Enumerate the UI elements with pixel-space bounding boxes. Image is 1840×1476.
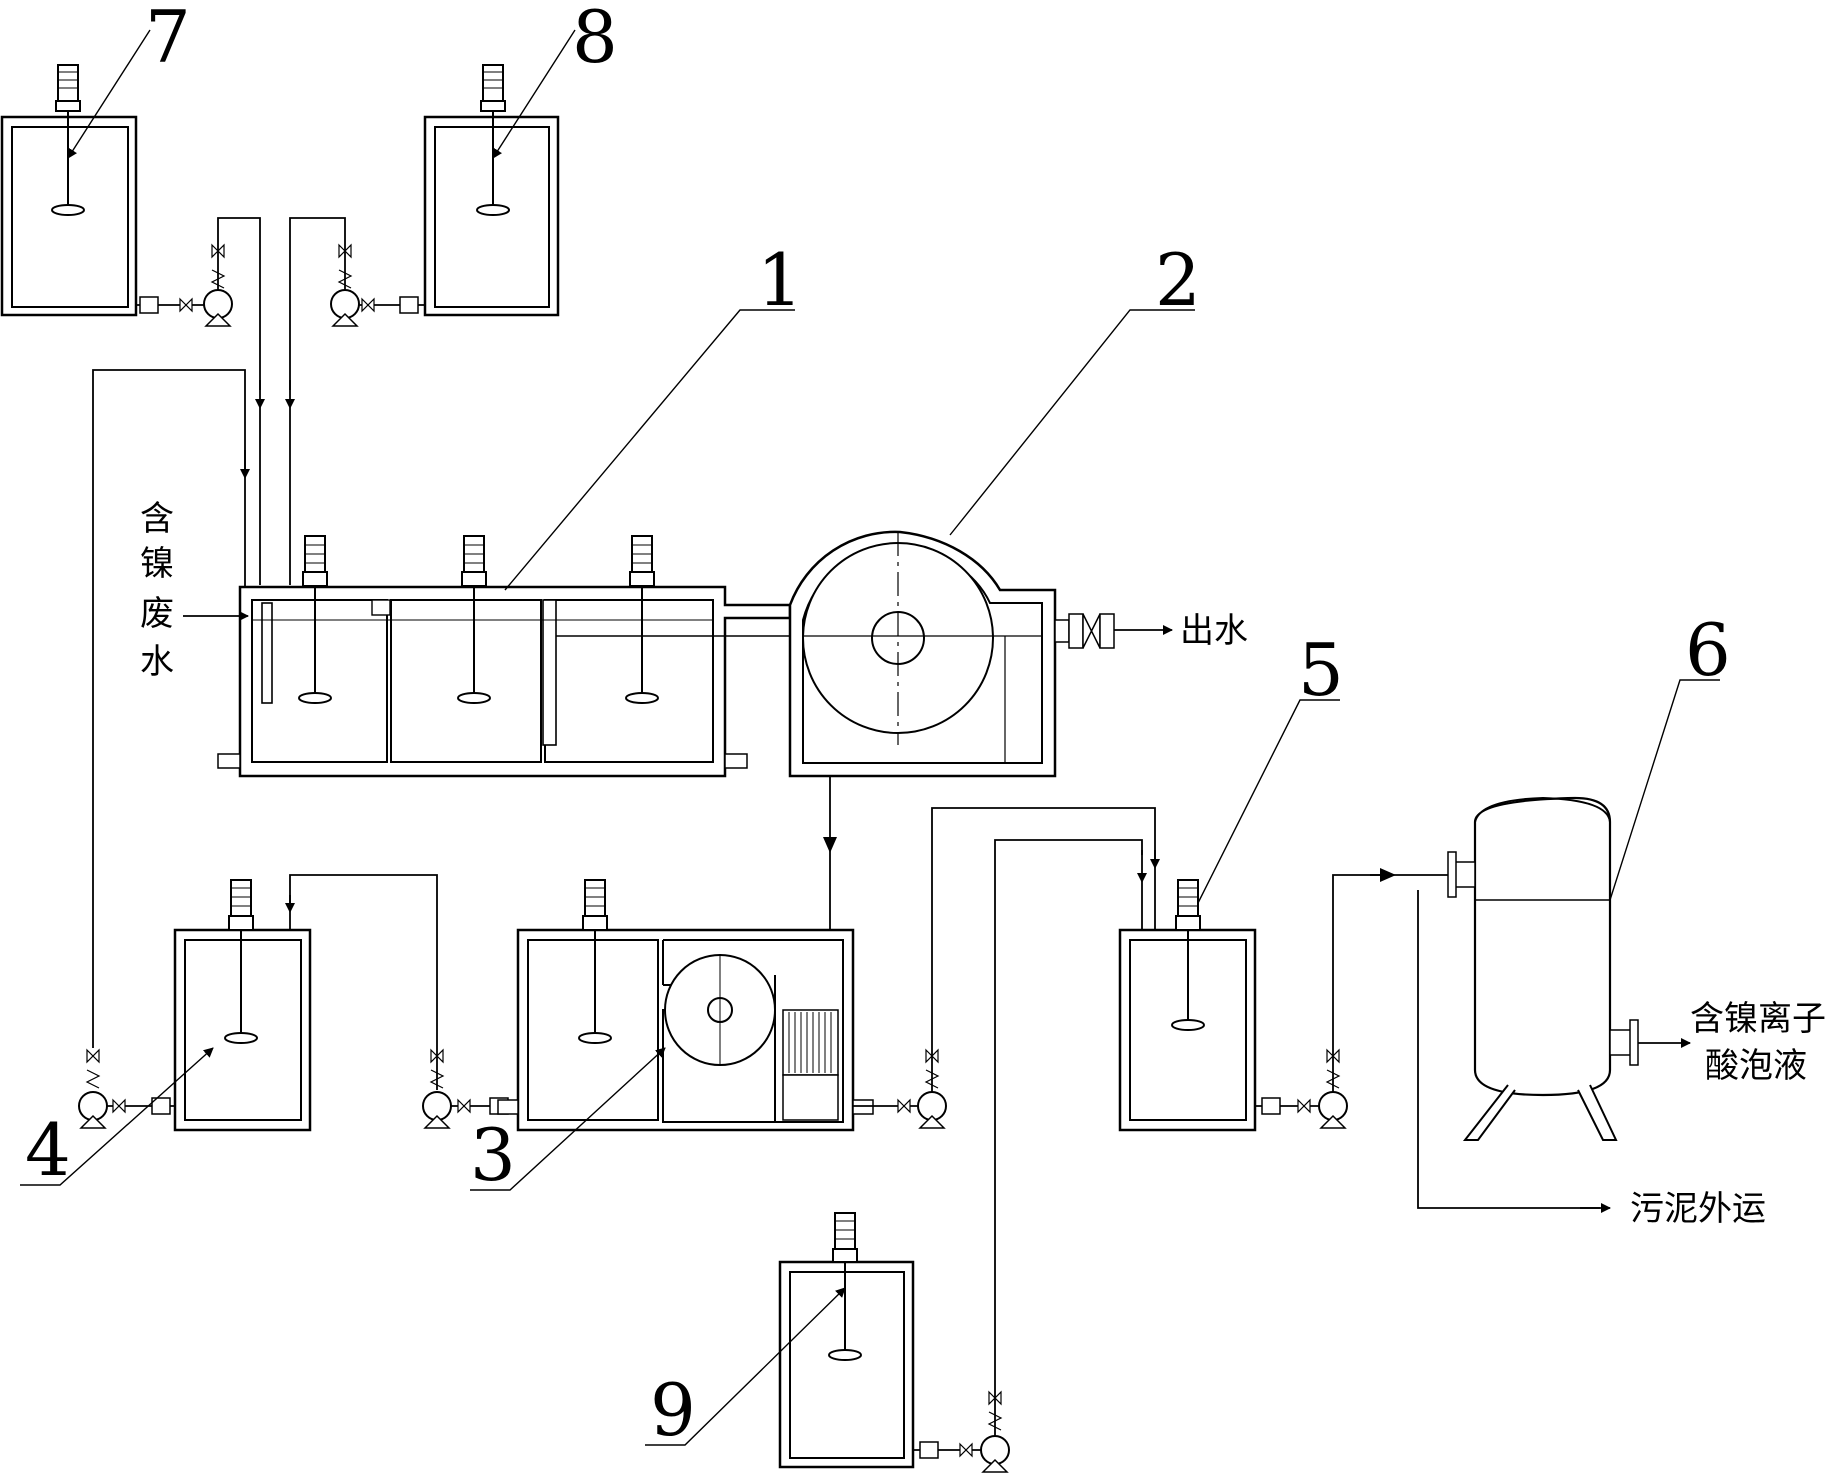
pump-icon xyxy=(1255,874,1380,1129)
callout-1: 1 xyxy=(757,238,803,322)
inlet-label-char: 废 xyxy=(140,594,174,634)
agitator-icon xyxy=(457,692,491,704)
callout-5: 5 xyxy=(1298,628,1344,712)
pressure-vessel-6 xyxy=(1447,796,1639,1141)
inlet-label-char: 含 xyxy=(140,499,174,539)
motor-icon xyxy=(582,879,608,931)
dosing-tank-8 xyxy=(423,64,560,317)
tank-9 xyxy=(778,1212,915,1469)
tank-5 xyxy=(1118,879,1257,1132)
inlet-label: 含 镍 废 水 xyxy=(140,499,174,682)
dosing-tank-7 xyxy=(0,64,138,317)
product-label-line2: 酸泡液 xyxy=(1705,1046,1807,1086)
pump-icon xyxy=(913,839,1143,1473)
motor-icon xyxy=(302,535,328,587)
motor-icon xyxy=(480,64,506,112)
agitator-icon xyxy=(1171,1019,1205,1031)
callout-4: 4 xyxy=(25,1108,71,1192)
pump-icon xyxy=(853,807,1156,1129)
agitator-icon xyxy=(298,692,332,704)
agitator-icon xyxy=(51,204,85,216)
pump-icon xyxy=(289,217,425,390)
agitator-icon xyxy=(828,1349,862,1361)
callout-6: 6 xyxy=(1685,608,1731,692)
motor-icon xyxy=(832,1212,858,1263)
callout-leaders xyxy=(20,29,1720,1446)
outlet-label: 出水 xyxy=(1180,611,1248,651)
inlet-label-char: 镍 xyxy=(140,544,174,584)
callout-2: 2 xyxy=(1155,238,1201,322)
agitator-icon xyxy=(625,692,659,704)
tank-4 xyxy=(173,879,312,1132)
agitator-icon xyxy=(476,204,510,216)
reaction-tank-1 xyxy=(238,585,800,778)
motor-icon xyxy=(1175,879,1201,931)
callout-9: 9 xyxy=(650,1368,696,1452)
motor-icon xyxy=(461,535,487,587)
callout-3: 3 xyxy=(470,1113,516,1197)
agitator-icon xyxy=(224,1032,258,1044)
product-label-line1: 含镍离子 xyxy=(1690,999,1826,1039)
callout-8: 8 xyxy=(572,0,618,79)
agitator-icon xyxy=(578,1032,612,1044)
pump-icon xyxy=(136,217,261,390)
motor-icon xyxy=(55,64,81,112)
motor-icon xyxy=(629,535,655,587)
pump-icon xyxy=(78,1048,175,1129)
separator-2 xyxy=(788,530,1057,778)
callout-7: 7 xyxy=(145,0,191,79)
motor-icon xyxy=(228,879,254,931)
inlet-label-char: 水 xyxy=(140,642,174,682)
sludge-label: 污泥外运 xyxy=(1630,1189,1766,1229)
outlet-valve-icon xyxy=(1054,613,1115,649)
filter-unit-3 xyxy=(516,928,855,1132)
